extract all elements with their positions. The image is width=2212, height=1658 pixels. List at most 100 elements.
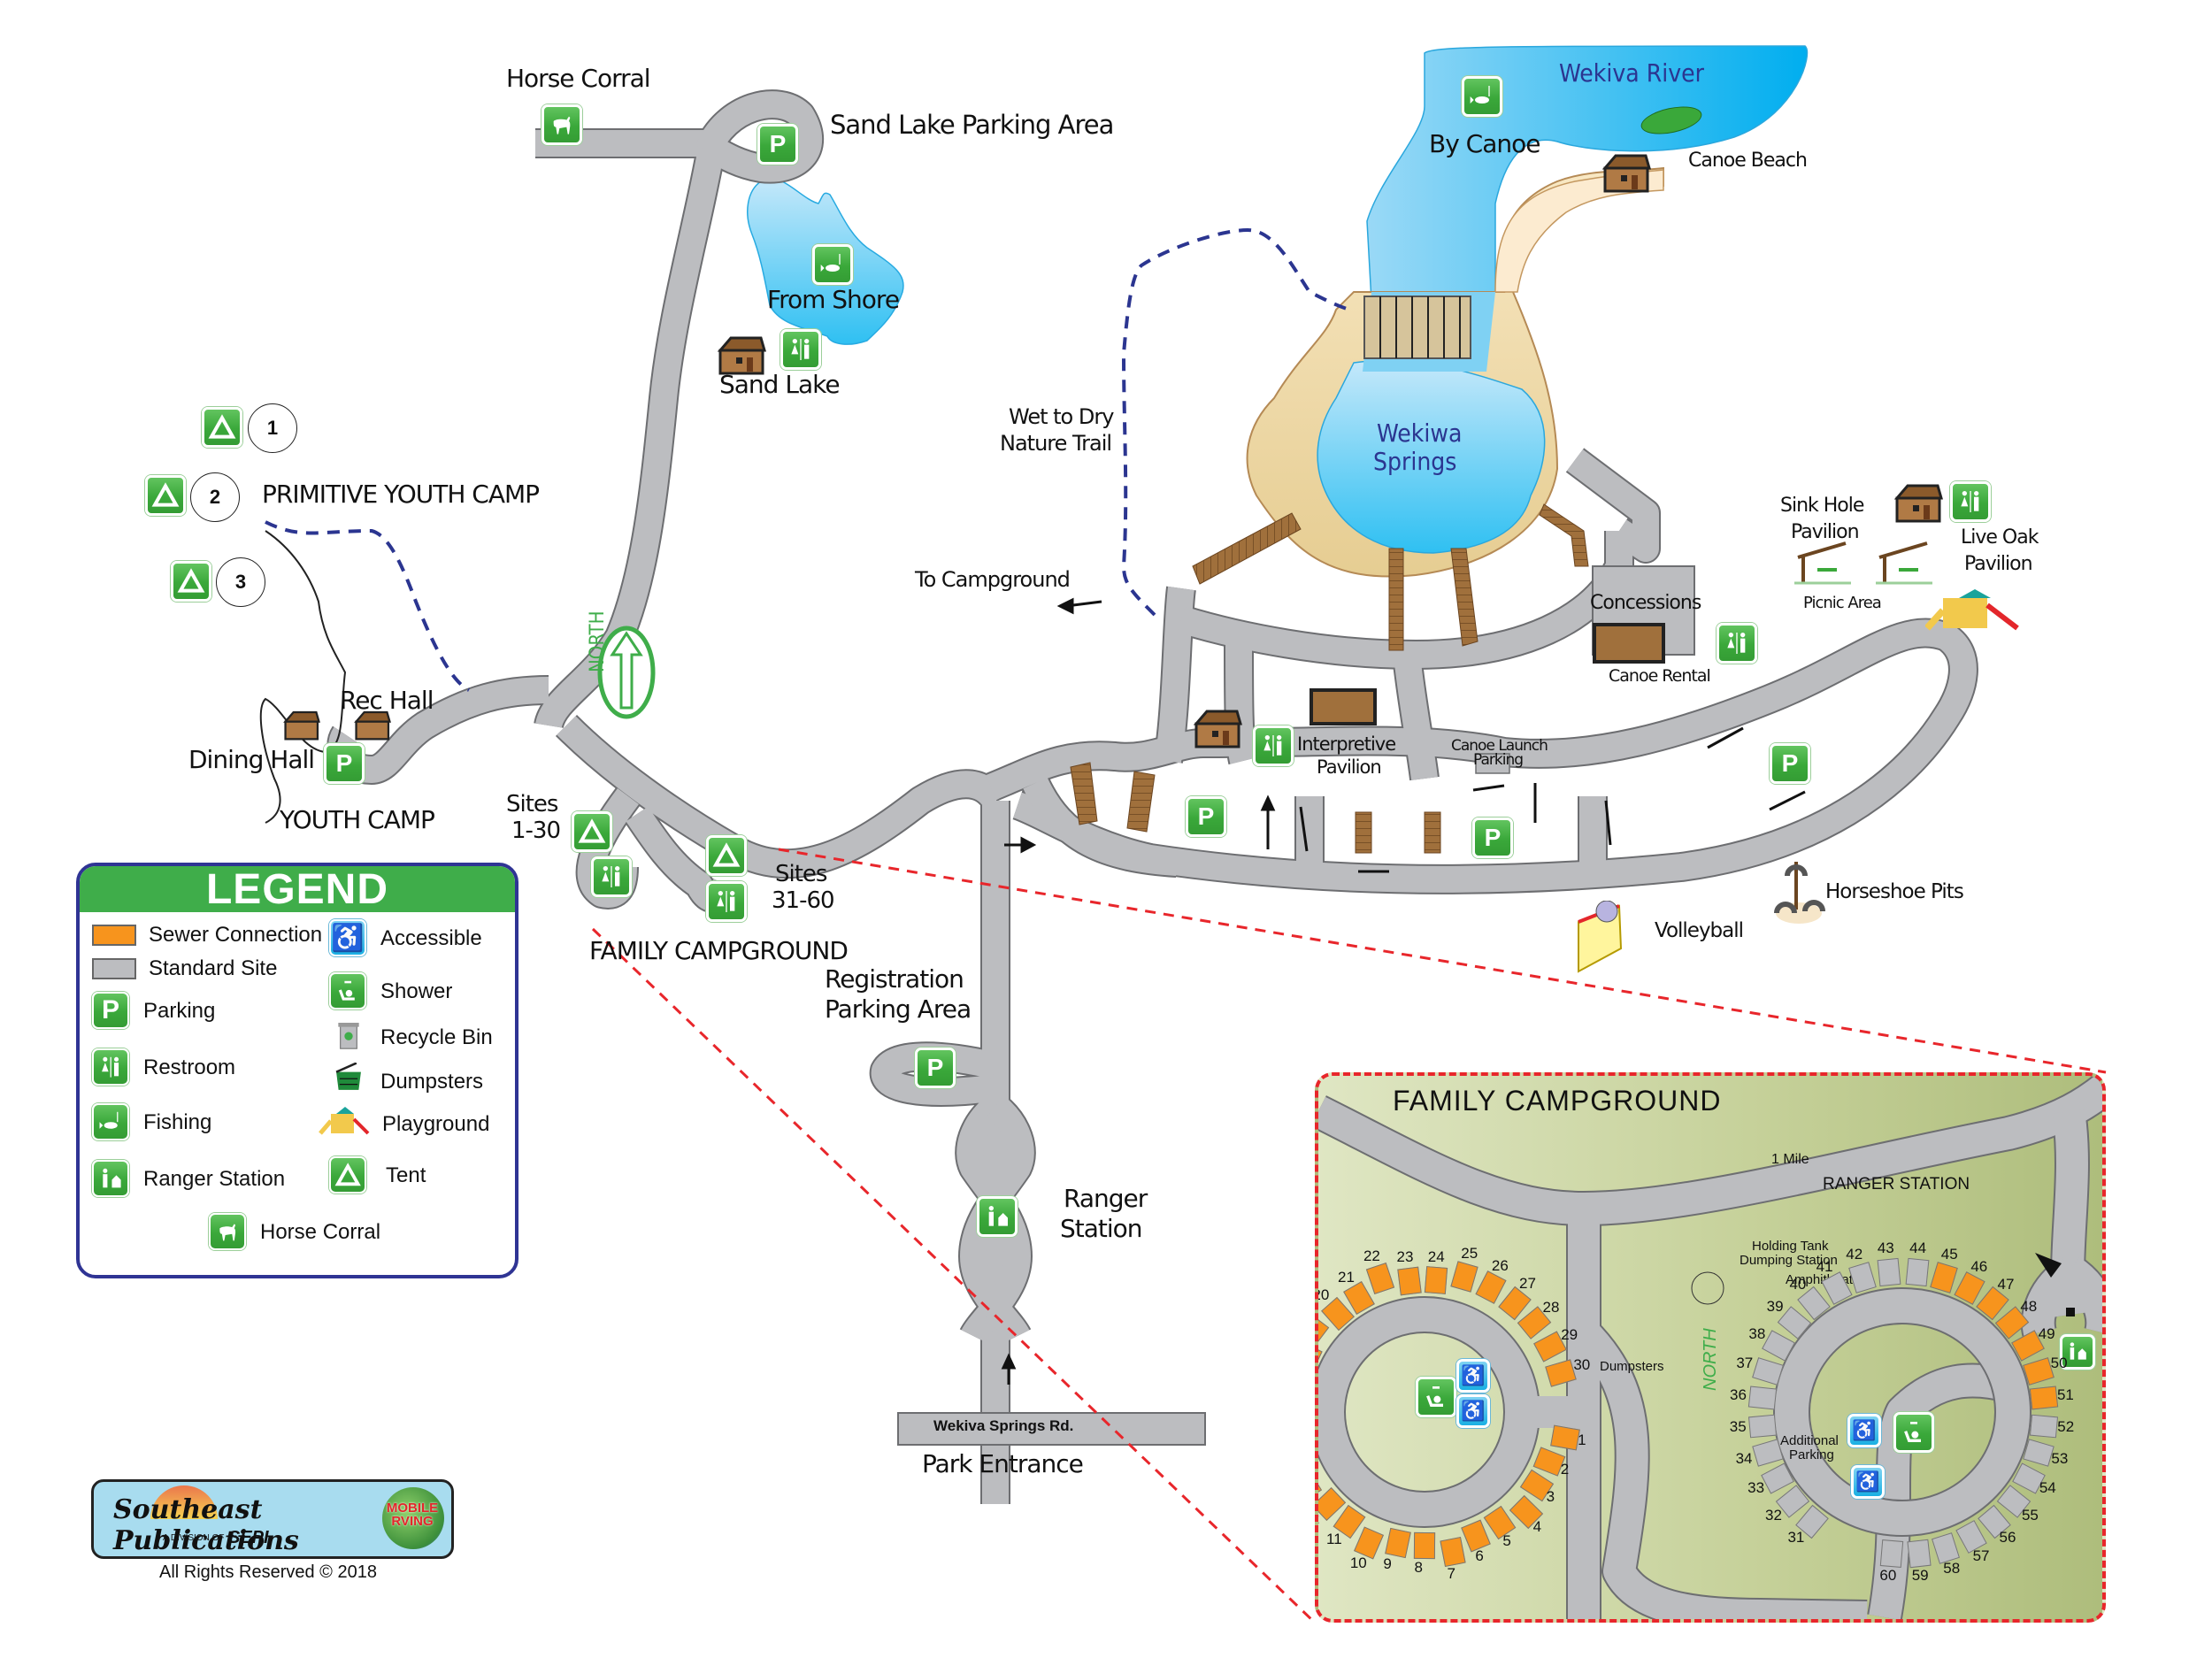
legend-item-horse-corral: Horse Corral: [209, 1213, 380, 1252]
accessible-icon-loop-2b[interactable]: ♿: [1851, 1465, 1885, 1499]
campsite-number: 44: [1909, 1239, 1927, 1256]
label-concessions: Concessions: [1590, 592, 1701, 614]
inset-ranger-station-icon[interactable]: [2060, 1334, 2095, 1370]
inset-connector-lines: [591, 848, 2107, 1624]
tent-icon: [329, 1156, 366, 1194]
campsite-pad[interactable]: [1396, 1266, 1422, 1296]
campsite-pad[interactable]: [1877, 1257, 1901, 1286]
footbridge: [1363, 296, 1471, 359]
tent-icon-sites-31-60[interactable]: [706, 835, 747, 876]
campsite-number: 11: [1326, 1531, 1342, 1548]
campsite-number: 39: [1766, 1298, 1784, 1316]
canoe-beach-cabin-icon: [1600, 152, 1651, 195]
campsite-number: 55: [2021, 1506, 2039, 1524]
campsite-number: 51: [2056, 1386, 2074, 1403]
label-sink-hole-b: Pavilion: [1791, 521, 1860, 543]
primitive-site-2: 2: [190, 472, 240, 522]
campsite-pad[interactable]: [2030, 1414, 2059, 1438]
campsite-pad[interactable]: [2029, 1386, 2059, 1410]
label-interpretive-b: Pavilion: [1317, 756, 1382, 778]
restroom-icon-live-oak[interactable]: [1950, 481, 1991, 522]
campsite-pad[interactable]: [1747, 1414, 1777, 1438]
campsite-number: 5: [1502, 1531, 1511, 1549]
accessible-icon-loop-1a[interactable]: ♿: [1456, 1359, 1490, 1393]
horse-corral-icon[interactable]: [541, 104, 582, 145]
tent-icon-primitive-2[interactable]: [145, 475, 186, 516]
tent-icon-sites-1-30[interactable]: [572, 811, 612, 852]
restroom-icon: [92, 1048, 129, 1086]
campsite-number: 38: [1748, 1324, 1766, 1342]
hiking-trails: [265, 227, 1350, 692]
restroom-icon-sites-1-30[interactable]: [591, 856, 632, 897]
campsite-number: 36: [1730, 1386, 1747, 1403]
campsite-number: 4: [1532, 1518, 1542, 1536]
campsite-pad[interactable]: [1879, 1539, 1903, 1569]
tent-icon-primitive-1[interactable]: [202, 407, 242, 448]
label-ranger-a: Ranger: [1064, 1184, 1148, 1213]
label-additional-parking-b: Parking: [1789, 1447, 1834, 1462]
canoe-launch-parking-pad: [1475, 753, 1510, 774]
campsite-number: 56: [1999, 1529, 2016, 1547]
parking-icon-lot-1[interactable]: P: [1186, 796, 1226, 837]
shower-icon-loop-1[interactable]: [1416, 1377, 1456, 1417]
label-from-shore: From Shore: [767, 285, 900, 314]
label-dining-hall: Dining Hall: [188, 745, 315, 774]
canoe-rental-roof-icon: [1593, 623, 1665, 664]
parking-icon-lot-3[interactable]: P: [1770, 743, 1810, 784]
label-additional-parking-a: Additional: [1780, 1433, 1839, 1448]
restroom-icon-interpretive[interactable]: [1253, 725, 1294, 766]
accessible-icon-loop-2a[interactable]: ♿: [1847, 1414, 1881, 1447]
ranger-station-marker: [2066, 1308, 2075, 1316]
campsite-number: 23: [1396, 1248, 1414, 1266]
campsite-number: 46: [1970, 1257, 1988, 1275]
ranger-station-icon[interactable]: [977, 1196, 1018, 1237]
sand-lake-parking-icon[interactable]: P: [757, 124, 798, 165]
accessible-icon-loop-1b[interactable]: ♿: [1456, 1394, 1490, 1428]
restroom-icon-sites-31-60[interactable]: [706, 881, 747, 922]
campsite-pad[interactable]: [1424, 1266, 1448, 1295]
legend-item-restroom: Restroom: [92, 1048, 235, 1087]
sewer-swatch-icon: [92, 925, 136, 946]
legend-label: Horse Corral: [260, 1220, 381, 1244]
label-wekiwa-springs-b: Springs: [1373, 447, 1457, 476]
campsite-pad[interactable]: [1905, 1257, 1930, 1286]
label-canoe-rental: Canoe Rental: [1609, 666, 1711, 686]
label-youth-camp: YOUTH CAMP: [280, 805, 435, 834]
fishing-icon-sand-lake[interactable]: [812, 244, 853, 285]
horse-icon: [209, 1213, 246, 1250]
campsite-number: 54: [2039, 1479, 2056, 1497]
legend-item-dumpsters: Dumpsters: [329, 1063, 483, 1101]
label-live-oak-b: Pavilion: [1964, 553, 2033, 575]
campsite-pad[interactable]: [1439, 1537, 1466, 1568]
label-rec-hall: Rec Hall: [340, 686, 434, 715]
amphitheater-circle: [1691, 1271, 1724, 1305]
roads: [326, 89, 1978, 1504]
campsite-pad[interactable]: [1549, 1424, 1580, 1451]
fishing-icon-by-canoe[interactable]: [1462, 76, 1502, 117]
shower-icon-loop-2[interactable]: [1893, 1412, 1934, 1453]
accessible-icon: ♿: [329, 919, 366, 956]
restroom-icon-sand-lake[interactable]: [780, 329, 821, 370]
inset-title: FAMILY CAMPGROUND: [1393, 1085, 1722, 1117]
label-inset-dumpsters: Dumpsters: [1600, 1359, 1664, 1374]
globe-icon: [382, 1487, 444, 1549]
campsite-pad[interactable]: [1907, 1539, 1932, 1569]
parking-icon: P: [92, 992, 129, 1029]
campsite-pad[interactable]: [1747, 1386, 1778, 1410]
campsite-number: 22: [1363, 1247, 1380, 1264]
inset-roads: [1318, 1076, 2102, 1619]
restroom-icon-concessions[interactable]: [1717, 623, 1757, 664]
youth-camp-parking-icon[interactable]: P: [324, 743, 365, 784]
label-sites-1-30-a: Sites: [506, 791, 558, 817]
registration-parking-icon[interactable]: P: [915, 1048, 956, 1088]
campsite-pad[interactable]: [1413, 1531, 1435, 1560]
tent-icon-primitive-3[interactable]: [171, 561, 211, 602]
campsite-pad[interactable]: [1315, 1445, 1317, 1474]
parking-icon-lot-2[interactable]: P: [1472, 817, 1513, 858]
copyright-text: All Rights Reserved © 2018: [159, 1562, 377, 1582]
campsite-number: 10: [1349, 1554, 1367, 1571]
legend-label: Recycle Bin: [380, 1025, 493, 1049]
